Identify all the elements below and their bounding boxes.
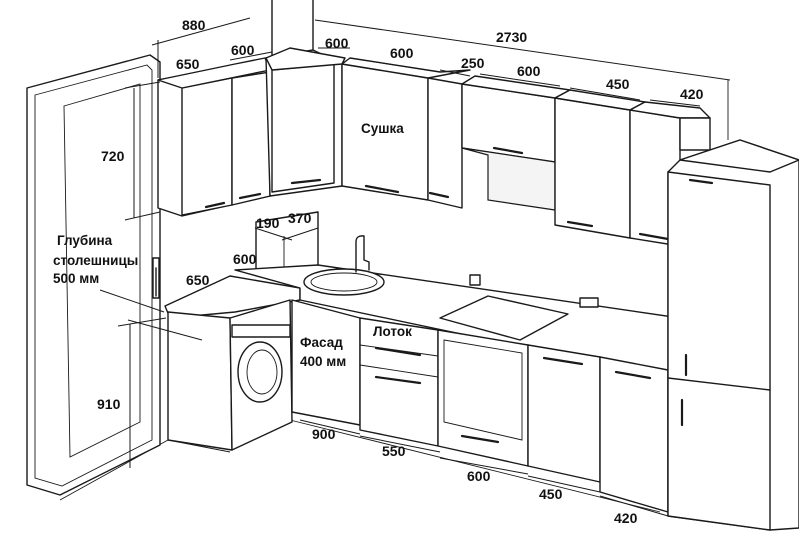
dim-shelf-190: 190 [256, 215, 280, 231]
label-dryer: Сушка [361, 121, 404, 136]
dim-top-left-600: 600 [231, 42, 255, 58]
refrigerator [667, 139, 799, 531]
dim-top-420: 420 [680, 86, 704, 102]
label-worktop-depth-1: Глубина [57, 233, 113, 248]
upper-corner-cabinet [265, 47, 346, 197]
upper-cabinets-main [341, 57, 711, 247]
dim-upper-height: 720 [101, 148, 125, 164]
dim-bottom-450: 450 [539, 486, 563, 502]
upper-cabinets-left [157, 57, 271, 217]
dim-top-250: 250 [461, 55, 485, 71]
dim-left-600: 600 [233, 251, 257, 267]
dim-total-2730: 2730 [496, 29, 527, 45]
dim-top-650: 650 [176, 56, 200, 72]
dim-base-height: 910 [97, 396, 121, 412]
label-worktop-depth-2: столешницы [53, 253, 138, 268]
dim-top-corner-width: 880 [182, 17, 206, 33]
base-cabinets [164, 235, 681, 513]
dimension-labels: 880 600 650 600 600 2730 250 600 450 420… [97, 17, 704, 526]
dim-shelf-370: 370 [288, 210, 312, 226]
dim-top-600-b: 600 [325, 35, 349, 51]
label-facade-1: Фасад [300, 335, 343, 350]
dim-bottom-420: 420 [614, 510, 638, 526]
label-facade-2: 400 мм [300, 354, 346, 369]
annotations: Сушка Глубина столешницы 500 мм Лоток Фа… [53, 121, 412, 369]
dimension-lines [99, 17, 731, 517]
dim-left-650: 650 [186, 272, 210, 288]
dim-bottom-900: 900 [312, 426, 336, 442]
label-worktop-depth-3: 500 мм [53, 271, 99, 286]
dim-top-600-c: 600 [390, 45, 414, 61]
dim-top-450: 450 [606, 76, 630, 92]
door [26, 54, 161, 496]
dim-bottom-550: 550 [382, 443, 406, 459]
dim-top-600-d: 600 [517, 63, 541, 79]
dim-bottom-600: 600 [467, 468, 491, 484]
label-tray: Лоток [373, 324, 412, 339]
